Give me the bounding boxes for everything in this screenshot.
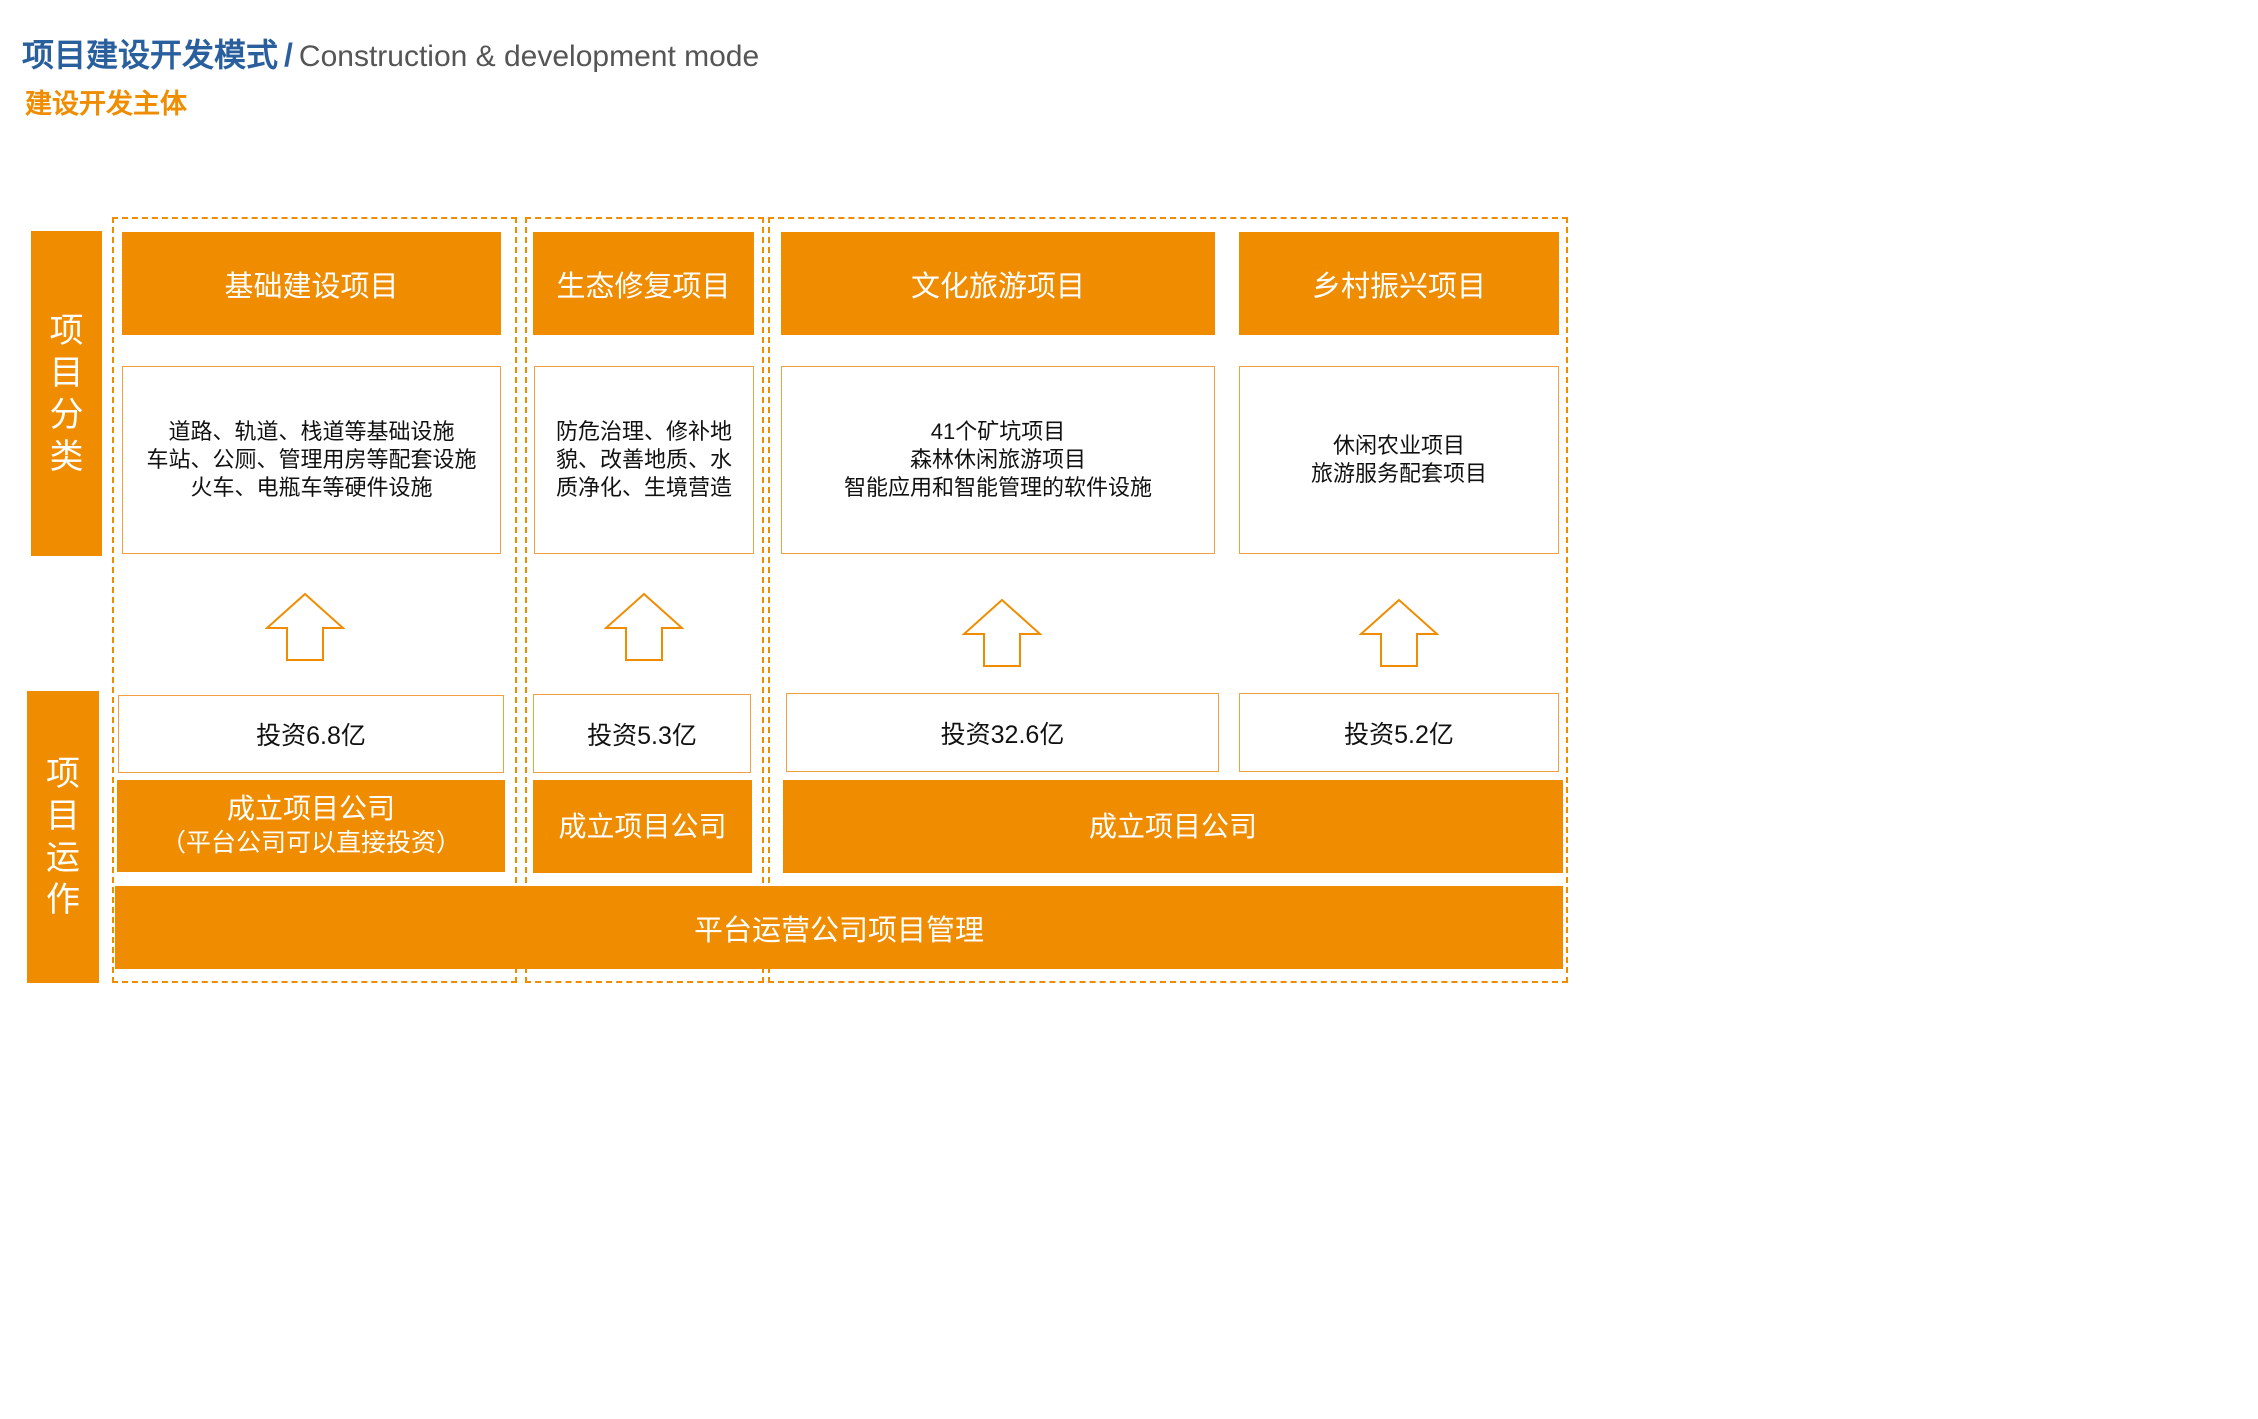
subtitle: 建设开发主体 — [25, 89, 187, 119]
investment-ecology: 投资5.3亿 — [533, 694, 751, 773]
side-label-operation: 项目运作 — [27, 691, 99, 983]
up-arrow-icon — [962, 598, 1042, 667]
side-label-classification: 项目分类 — [31, 231, 102, 556]
desc-line: 休闲农业项目 — [1332, 433, 1465, 458]
company-label: 成立项目公司 — [1088, 810, 1257, 842]
desc-line: 森林休闲旅游项目 — [909, 447, 1086, 472]
title-separator: / — [284, 37, 293, 73]
group-frame-ecology — [525, 217, 764, 983]
company-box-ecology: 成立项目公司 — [533, 780, 752, 873]
desc-line: 车站、公厕、管理用房等配套设施 — [146, 447, 477, 472]
company-note: （平台公司可以直接投资） — [160, 829, 461, 857]
category-desc-tourism: 41个矿坑项目 森林休闲旅游项目 智能应用和智能管理的软件设施 — [781, 366, 1215, 554]
desc-line: 旅游服务配套项目 — [1310, 461, 1487, 486]
desc-line: 智能应用和智能管理的软件设施 — [843, 475, 1152, 500]
investment-infrastructure: 投资6.8亿 — [118, 695, 504, 773]
category-desc-ecology: 防危治理、修补地 貌、改善地质、水 质净化、生境营造 — [534, 366, 754, 554]
up-arrow-icon — [604, 592, 684, 661]
desc-line: 貌、改善地质、水 — [555, 447, 732, 472]
category-header-rural: 乡村振兴项目 — [1239, 232, 1559, 335]
desc-line: 质净化、生境营造 — [555, 475, 732, 500]
company-box-infrastructure: 成立项目公司 （平台公司可以直接投资） — [117, 780, 505, 872]
group-frame-tourism-rural — [768, 217, 1568, 983]
category-desc-infrastructure: 道路、轨道、栈道等基础设施 车站、公厕、管理用房等配套设施 火车、电瓶车等硬件设… — [122, 366, 501, 554]
desc-line: 防危治理、修补地 — [555, 419, 732, 444]
category-header-tourism: 文化旅游项目 — [781, 232, 1215, 335]
title-cn: 项目建设开发模式 — [22, 37, 279, 73]
category-desc-rural: 休闲农业项目 旅游服务配套项目 — [1239, 366, 1559, 554]
desc-line: 火车、电瓶车等硬件设施 — [190, 475, 433, 500]
investment-tourism: 投资32.6亿 — [786, 693, 1219, 772]
company-label: 成立项目公司 — [226, 793, 395, 824]
company-label: 成立项目公司 — [558, 810, 727, 842]
title-en: Construction & development mode — [298, 40, 760, 73]
category-header-ecology: 生态修复项目 — [533, 232, 754, 335]
category-header-infrastructure: 基础建设项目 — [122, 232, 501, 335]
platform-management-bar: 平台运营公司项目管理 — [115, 886, 1563, 969]
investment-rural: 投资5.2亿 — [1239, 693, 1559, 772]
desc-line: 41个矿坑项目 — [930, 419, 1066, 444]
page-title: 项目建设开发模式/Construction & development mode — [22, 30, 759, 80]
up-arrow-icon — [265, 592, 345, 661]
company-box-tourism-rural: 成立项目公司 — [783, 780, 1563, 873]
group-frame-infrastructure — [112, 217, 517, 983]
desc-line: 道路、轨道、栈道等基础设施 — [168, 419, 455, 444]
up-arrow-icon — [1359, 598, 1439, 667]
